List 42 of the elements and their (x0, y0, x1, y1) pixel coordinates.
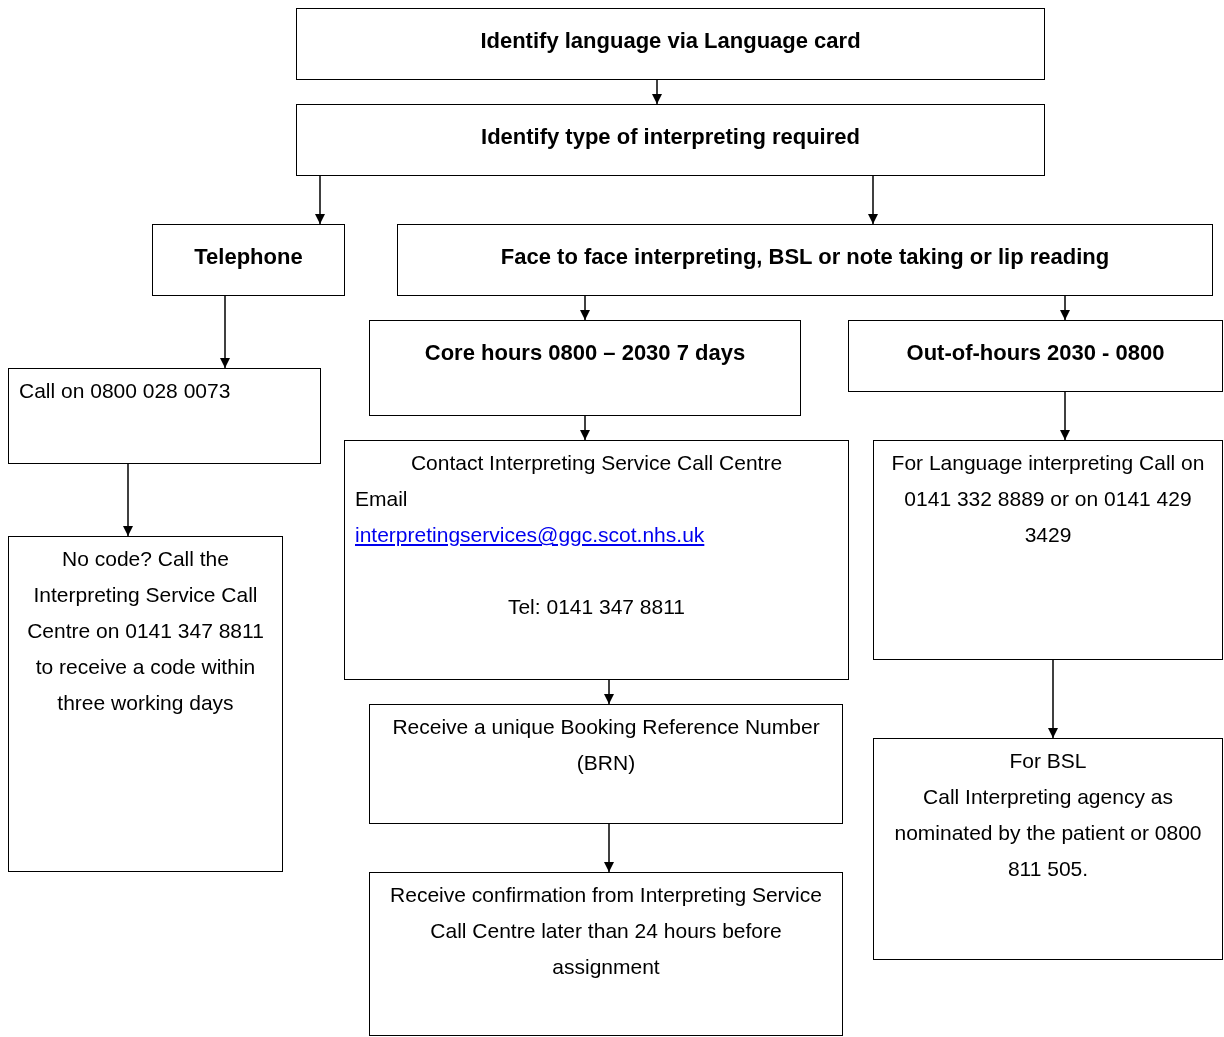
arrow (123, 463, 133, 537)
flow-box (8, 368, 321, 464)
arrow (220, 295, 230, 369)
phone-text: Tel: 0141 347 8811 (507, 595, 686, 618)
box-text: Identify type of interpreting required (481, 124, 860, 149)
box-text: Receive confirmation from Interpreting Service Call Centre later than 24 hours before assignment (390, 883, 822, 978)
box-text: Face to face interpreting, BSL or note taking or lip reading (500, 244, 1110, 269)
flow-box (369, 320, 801, 416)
contact-text: Contact Interpreting Service Call Centre (410, 451, 783, 474)
flow-box (873, 440, 1223, 660)
email-link: interpretingservices@ggc.scot.nhs.uk (355, 523, 705, 546)
box-text: Core hours 0800 – 2030 7 days (424, 340, 746, 365)
flow-box (296, 8, 1045, 80)
arrow (1060, 295, 1070, 321)
box-text: For Language interpreting Call on 0141 332 8889 or on 0141 429 3429 (891, 451, 1205, 546)
box-text: Identify language via Language card (480, 28, 861, 53)
arrow (1060, 391, 1070, 441)
arrow (604, 679, 614, 705)
arrow (1048, 659, 1058, 739)
arrow (604, 823, 614, 873)
box-text: Receive a unique Booking Reference Number (BRN) (392, 715, 820, 774)
flow-box (344, 440, 849, 680)
arrow (868, 175, 878, 225)
box-text: Call on 0800 028 0073 (19, 379, 231, 402)
box-text: Telephone (194, 244, 303, 269)
email-label: Email (355, 487, 408, 510)
flow-box (152, 224, 345, 296)
flow-box (873, 738, 1223, 960)
flow-box (369, 704, 843, 824)
arrow (580, 295, 590, 321)
flow-box (8, 536, 283, 872)
box-text: Call Interpreting agency as nominated by the patient or 0800 811 505. (894, 785, 1202, 880)
box-heading: For BSL (1009, 749, 1087, 772)
box-text: No code? Call the Interpreting Service Call Centre on 0141 347 8811 to receive a code within three working days (27, 547, 264, 714)
arrow (315, 175, 325, 225)
arrow (580, 415, 590, 441)
box-text: Out-of-hours 2030 - 0800 (906, 340, 1165, 365)
flow-box (369, 872, 843, 1036)
flow-box (397, 224, 1213, 296)
flow-box (848, 320, 1223, 392)
arrow (652, 79, 662, 105)
flow-box (296, 104, 1045, 176)
